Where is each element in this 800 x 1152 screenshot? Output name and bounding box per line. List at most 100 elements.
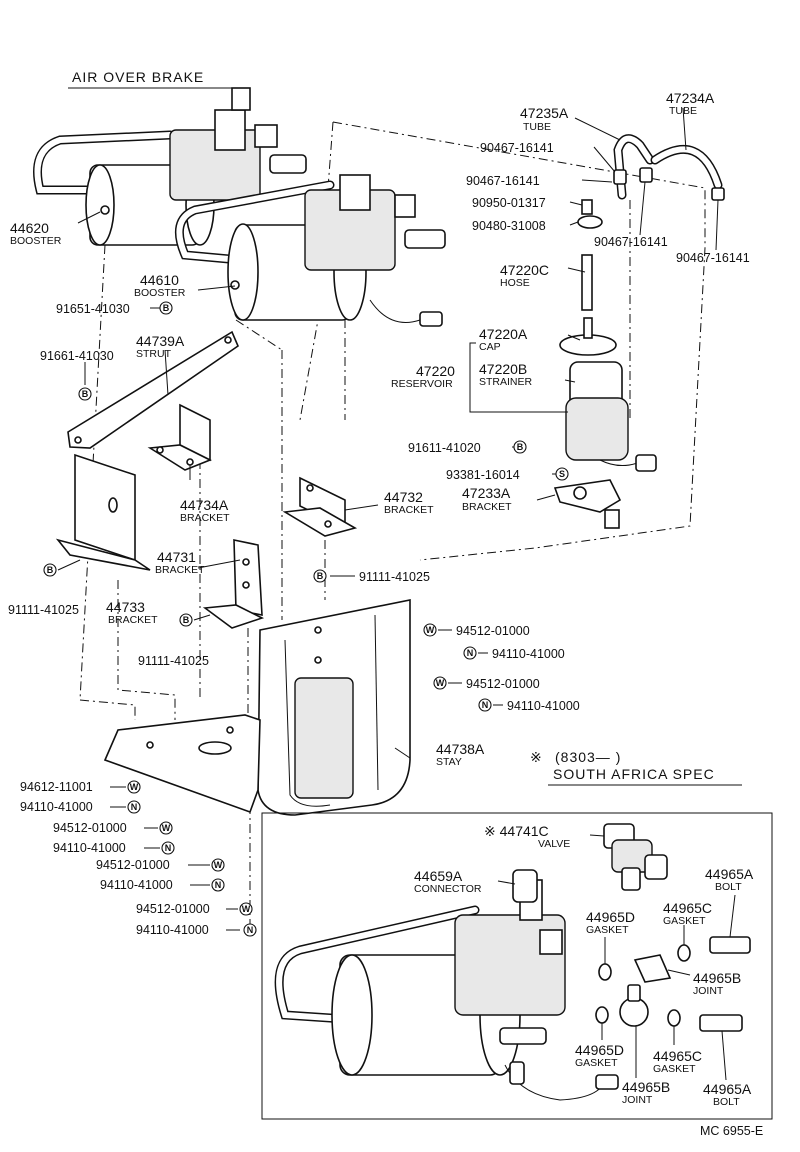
svg-text:BOLT: BOLT	[715, 881, 742, 893]
part-93381-16014: 93381-16014	[446, 468, 520, 482]
svg-text:※ 44741C: ※ 44741C	[484, 823, 549, 839]
mark-b-41025a: B	[313, 569, 327, 583]
leader-41025b	[57, 559, 81, 571]
svg-text:W: W	[130, 782, 139, 792]
svg-text:N: N	[482, 700, 489, 710]
svg-text:44734A: 44734A	[180, 497, 229, 513]
label-44732: 44732 BRACKET	[384, 489, 434, 516]
part-94110-41000-d: 94110-41000	[53, 841, 126, 855]
leader-47235a	[574, 117, 621, 141]
part-91611-41020: 91611-41020	[408, 441, 481, 455]
leader-31008	[569, 221, 579, 226]
mark-w-01000c: W	[159, 821, 173, 835]
part-94110-41000-e: 94110-41000	[100, 878, 173, 892]
svg-text:44965B: 44965B	[622, 1079, 670, 1095]
south-africa-booster-drawing	[274, 879, 619, 1101]
mark-w-01000b: W	[433, 676, 447, 690]
svg-text:VALVE: VALVE	[538, 838, 570, 850]
mark-n-41000a: N	[463, 646, 477, 660]
svg-text:N: N	[131, 802, 138, 812]
svg-text:RESERVOIR: RESERVOIR	[391, 378, 453, 390]
leader-44965a1	[729, 894, 736, 938]
svg-text:HOSE: HOSE	[500, 277, 530, 289]
leader-44965b1	[667, 969, 691, 976]
leader-44731	[197, 559, 241, 569]
mark-b-41020: B	[513, 440, 527, 454]
svg-text:TUBE: TUBE	[669, 105, 697, 117]
mark-w-11001: W	[127, 780, 141, 794]
label-44965a-top: 44965A BOLT	[705, 866, 754, 893]
leader-44620	[77, 211, 101, 224]
south-africa-fittings-drawing	[512, 869, 751, 1032]
svg-text:SOUTH AFRICA SPEC: SOUTH AFRICA SPEC	[553, 766, 715, 782]
svg-text:JOINT: JOINT	[693, 985, 724, 997]
part-91111-41025-a: 91111-41025	[359, 570, 430, 584]
leader-47220-bracket	[469, 342, 568, 413]
svg-text:CAP: CAP	[479, 341, 501, 353]
svg-text:47234A: 47234A	[666, 90, 715, 106]
leader-44610	[197, 285, 236, 291]
svg-text:W: W	[242, 904, 251, 914]
svg-text:47220A: 47220A	[479, 326, 528, 342]
leader-16141b	[581, 179, 613, 183]
label-47233a: 47233A BRACKET	[462, 485, 512, 513]
leader-01317	[569, 201, 583, 206]
mark-w-01000a: W	[423, 623, 437, 637]
mark-n-41000d: N	[161, 841, 175, 855]
part-90950-01317: 90950-01317	[472, 196, 546, 210]
svg-text:44965C: 44965C	[663, 900, 712, 916]
label-44965d-bottom: 44965D GASKET	[575, 1042, 624, 1069]
bracket-44734a-drawing	[147, 403, 212, 471]
svg-text:47220B: 47220B	[479, 361, 527, 377]
svg-text:N: N	[467, 648, 474, 658]
label-44731: 44731 BRACKET	[155, 549, 205, 576]
svg-text:47235A: 47235A	[520, 105, 569, 121]
svg-text:B: B	[82, 389, 89, 399]
stay-44738a-drawing	[103, 599, 411, 816]
svg-text:BRACKET: BRACKET	[384, 504, 434, 516]
south-africa-spec-box	[261, 812, 773, 1120]
svg-text:STAY: STAY	[436, 756, 462, 768]
part-94110-41000-f: 94110-41000	[136, 923, 209, 937]
part-90467-16141-b: 90467-16141	[466, 174, 540, 188]
mark-n-41000b: N	[478, 698, 492, 712]
svg-text:GASKET: GASKET	[653, 1063, 696, 1075]
part-90467-16141-a: 90467-16141	[480, 141, 554, 155]
svg-text:44965D: 44965D	[586, 909, 635, 925]
label-47220a: 47220A CAP	[479, 326, 528, 353]
svg-text:GASKET: GASKET	[663, 915, 706, 927]
label-44965c-top: 44965C GASKET	[663, 900, 712, 927]
part-94512-01000-c: 94512-01000	[53, 821, 127, 835]
label-47234a: 47234A TUBE	[666, 90, 715, 117]
leader-44965a2	[721, 1030, 727, 1081]
label-44738a: 44738A STAY	[436, 741, 485, 768]
part-90467-16141-d: 90467-16141	[676, 251, 750, 265]
svg-text:47220: 47220	[416, 363, 455, 379]
svg-text:GASKET: GASKET	[586, 924, 629, 936]
bracket-44733-drawing	[55, 453, 151, 571]
svg-text:B: B	[163, 303, 170, 313]
svg-text:BOOSTER: BOOSTER	[10, 235, 62, 247]
svg-text:44731: 44731	[157, 549, 196, 565]
label-44965c-bottom: 44965C GASKET	[653, 1048, 702, 1075]
part-94512-01000-e: 94512-01000	[136, 902, 210, 916]
leader-44741c	[589, 834, 605, 837]
part-94512-01000-d: 94512-01000	[96, 858, 170, 872]
svg-text:B: B	[517, 442, 524, 452]
dash-leader-d	[79, 699, 136, 720]
part-90467-16141-c: 90467-16141	[594, 235, 668, 249]
svg-text:44620: 44620	[10, 220, 49, 236]
mark-b-41025b: B	[43, 563, 57, 577]
svg-text:N: N	[165, 843, 172, 853]
svg-text:JOINT: JOINT	[622, 1094, 653, 1106]
svg-text:W: W	[436, 678, 445, 688]
svg-text:47233A: 47233A	[462, 485, 511, 501]
leader-16141d	[715, 199, 719, 251]
booster-44620-drawing	[33, 87, 307, 246]
svg-text:44610: 44610	[140, 272, 179, 288]
leader-47220a	[567, 334, 581, 341]
reservoir-group-frame	[332, 121, 706, 561]
svg-text:44965B: 44965B	[693, 970, 741, 986]
part-94512-01000-a: 94512-01000	[456, 624, 530, 638]
mark-n-41000e: N	[211, 878, 225, 892]
